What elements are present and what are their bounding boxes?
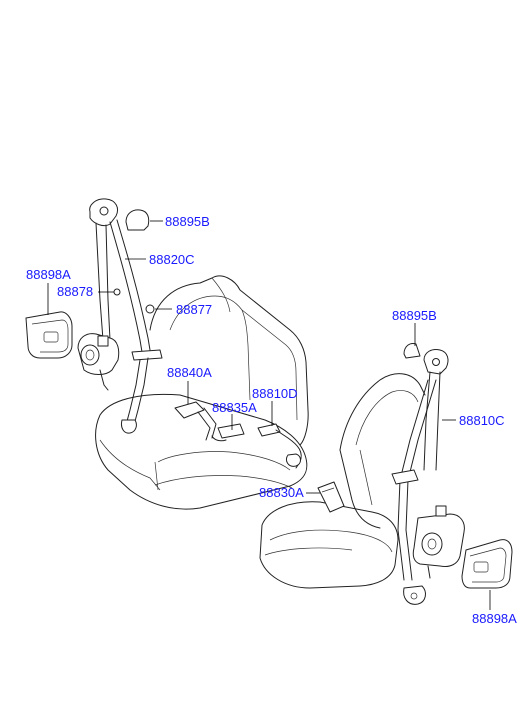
label-rear-trim-cover[interactable]: 88898A <box>26 267 71 282</box>
rear-seat-belt-assembly <box>77 198 163 434</box>
rear-plug-part <box>145 304 155 314</box>
rear-bench-seat <box>95 275 309 510</box>
rear-retractor-cover-part <box>125 209 150 231</box>
label-rear-retractor-cover[interactable]: 88895B <box>165 214 210 229</box>
label-front-belt-assembly[interactable]: 88810C <box>459 413 505 428</box>
front-buckle-part <box>317 481 345 513</box>
label-front-buckle[interactable]: 88830A <box>259 485 304 500</box>
rear-buckle-parts <box>174 401 302 469</box>
rear-trim-cover-part <box>25 311 73 359</box>
label-rear-buckle-d[interactable]: 88810D <box>252 386 298 401</box>
front-seat <box>259 373 426 589</box>
label-rear-plug[interactable]: 88877 <box>176 302 212 317</box>
label-rear-buckle-center[interactable]: 88835A <box>212 400 257 415</box>
part-labels: 88895B 88820C 88898A 88878 88877 88840A … <box>26 214 517 626</box>
front-retractor-cover-part <box>403 343 421 359</box>
label-rear-buckle-a[interactable]: 88840A <box>167 365 212 380</box>
leader-lines <box>47 220 491 610</box>
label-rear-bolt[interactable]: 88878 <box>57 284 93 299</box>
label-front-trim-cover[interactable]: 88898A <box>472 611 517 626</box>
label-front-retractor-cover[interactable]: 88895B <box>392 308 437 323</box>
front-seat-belt-assembly <box>391 349 465 605</box>
front-trim-cover-part <box>461 539 513 589</box>
label-rear-belt-assembly[interactable]: 88820C <box>149 252 195 267</box>
